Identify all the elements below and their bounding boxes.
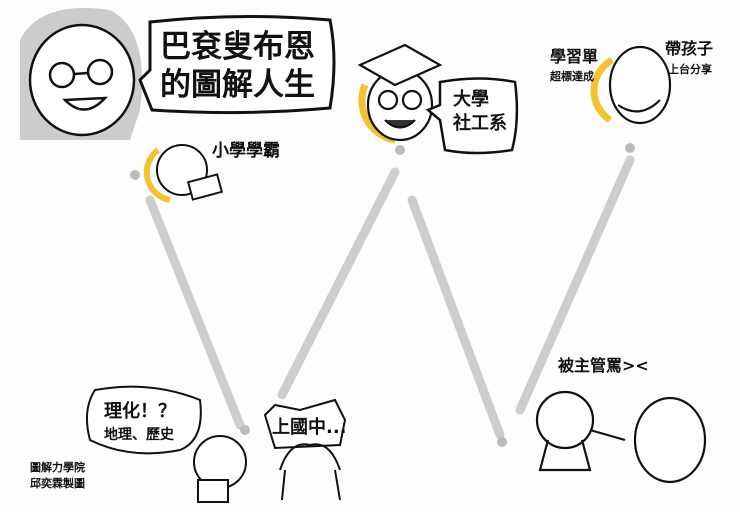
label-worksheet-2: 超標達成 [550,70,594,83]
label-subjects-2: 地理、歷史 [104,427,174,443]
label-university-2: 社工系 [453,113,507,134]
credit-line-1: 圖解力學院 [30,461,85,474]
point-valley-2 [497,437,507,447]
label-university-1: 大學 [453,89,489,110]
title-line-1: 巴袞叟布恩 [160,29,315,65]
author-portrait [20,8,142,140]
confused-figure [85,385,247,503]
presenting-figure [590,45,672,125]
university-speech-bubble [425,77,519,155]
label-scolded: 被主管罵>< [558,356,649,375]
curve-segment-down-2 [407,195,505,440]
worried-figure [263,398,347,501]
curve-segment-down-1 [145,195,245,430]
label-junior-high: 上國中... [272,417,347,438]
elementary-figure [143,144,224,203]
point-valley-1 [240,425,250,435]
curve-segment-up-1 [277,167,400,400]
point-peak-1 [395,145,405,155]
point-start [130,170,140,180]
label-elementary: 小學學霸 [212,141,280,161]
label-subjects-1: 理化！？ [104,401,176,422]
title-speech-bubble [138,14,336,115]
label-sharing-2: 上台分享 [668,63,712,76]
boss-and-employee-figures [535,390,707,484]
title-line-2: 的圖解人生 [160,67,315,103]
label-worksheet-1: 學習單 [550,47,599,66]
curve-segment-up-2 [515,155,635,415]
graduate-figure [357,43,443,144]
point-peak-2 [625,143,635,153]
label-sharing-1: 帶孩子 [665,39,714,58]
credit-line-2: 邱奕霖製圖 [30,477,85,490]
